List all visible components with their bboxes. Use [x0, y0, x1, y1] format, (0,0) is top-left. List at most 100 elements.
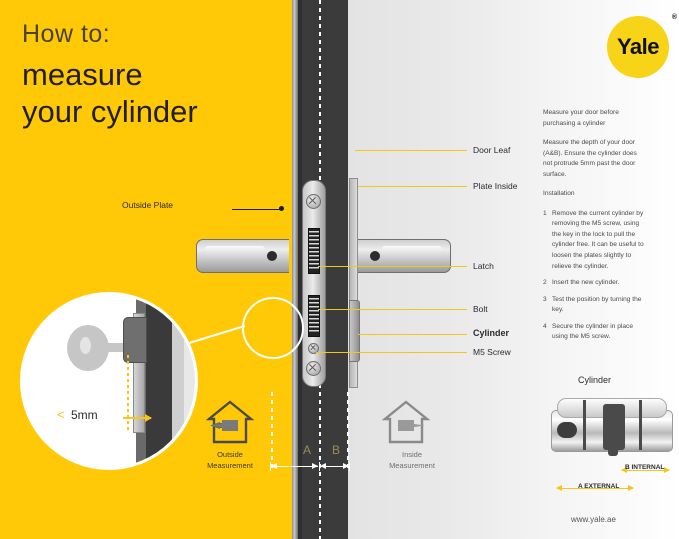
cylinder-dim-line-a [557, 488, 633, 489]
title-line-your-cylinder: your cylinder [22, 93, 198, 129]
dim-line-b [321, 466, 349, 467]
bolt-texture [309, 298, 319, 334]
callout-line-bolt [318, 309, 467, 310]
house-inside-icon [382, 398, 430, 446]
callout-line-cylinder [358, 334, 467, 335]
callout-line-door-leaf [355, 150, 467, 151]
dim-arrow-a-left [271, 463, 277, 469]
outside-plate-groove [205, 246, 265, 257]
website-url: www.yale.ae [571, 515, 616, 524]
measurement-guide-left [271, 392, 273, 472]
dimension-arrow-row [270, 462, 350, 472]
callout-door-leaf: Door Leaf [473, 145, 511, 155]
callout-outside-plate-dot [279, 206, 284, 211]
magnifier-source-circle [242, 297, 304, 359]
dimension-label-b: B [332, 443, 341, 457]
latch-texture [309, 231, 319, 271]
cylinder-cam [603, 404, 625, 450]
dim-arrow-a-right [312, 463, 318, 469]
faceplate-screw-top [306, 194, 321, 209]
cylinder-dim-line-b [622, 470, 669, 471]
inside-plate-groove [382, 246, 442, 257]
page-title: How to: measure your cylinder [22, 22, 272, 130]
inside-plate [358, 239, 451, 273]
depth-note-text: Measure the depth of your door (A&B). En… [543, 139, 637, 178]
plate-inside [349, 178, 358, 388]
protrusion-arrow-icon [123, 414, 152, 422]
installation-heading: Installation [543, 190, 575, 198]
step-number: 3 [543, 295, 547, 303]
inside-measurement-line2: Measurement [389, 460, 435, 470]
callout-plate-inside: Plate Inside [473, 181, 518, 191]
dim-tick-right [349, 462, 350, 471]
instructions-column: Measure your door before purchasing a cy… [543, 108, 647, 349]
title-line-measure: measure [22, 57, 143, 92]
protrusion-distance-label: 5mm [71, 408, 98, 422]
bolt-tongue [349, 300, 360, 362]
cylinder-dim-arrow-b-right [664, 467, 670, 473]
inside-plate-knob [370, 251, 380, 261]
outside-plate-knob [267, 251, 277, 261]
magnifier-dotted-guide [127, 355, 129, 433]
cylinder-label-a-external: A EXTERNAL [578, 483, 620, 490]
step-number: 2 [543, 279, 547, 287]
callout-m5-screw: M5 Screw [473, 347, 511, 357]
install-step: 3 Test the position by turning the key. [543, 295, 647, 316]
magnifier-detail-view: < 5mm [20, 292, 198, 470]
cylinder-keyway [557, 422, 577, 438]
title-howto: How to: [22, 20, 111, 48]
callout-cylinder: Cylinder [473, 328, 510, 338]
intro-text: Measure your door before purchasing a cy… [543, 109, 619, 127]
install-step: 4 Secure the cylinder in place using the… [543, 322, 647, 343]
lock-faceplate [302, 180, 326, 387]
key-hole [80, 337, 91, 354]
cylinder-cam-tab [608, 442, 618, 456]
callout-latch: Latch [473, 261, 494, 271]
yale-logo-text: Yale [616, 34, 660, 59]
callout-line-latch [318, 266, 467, 267]
bolt-mechanism [308, 295, 320, 337]
key-shank [103, 343, 137, 352]
callout-outside-plate-line [232, 209, 283, 210]
door-leaf-shadow [298, 0, 302, 539]
cylinder-dim-arrow-b-left [621, 467, 627, 473]
dim-line-a [272, 466, 318, 467]
step-number: 4 [543, 322, 547, 330]
latch-mechanism [308, 228, 320, 274]
key-icon [67, 325, 137, 371]
outside-measurement-line1: Outside [217, 450, 243, 459]
callout-line-plate-inside [358, 186, 467, 187]
house-outside-icon [206, 398, 254, 446]
step-text: Secure the cylinder in place using the M… [552, 322, 634, 341]
dim-arrow-b-right [343, 463, 349, 469]
m5-screw [308, 343, 319, 354]
install-step: 2 Insert the new cylinder. [543, 278, 647, 289]
registered-trademark-icon: ® [671, 14, 677, 21]
dim-arrow-b-left [320, 463, 326, 469]
outside-measurement-line2: Measurement [207, 460, 253, 470]
faceplate-screw-bottom [306, 361, 321, 376]
inside-measurement-line1: Inside [401, 450, 422, 459]
callout-bolt: Bolt [473, 304, 488, 314]
outside-measurement-label: Outside Measurement [188, 450, 272, 471]
cylinder-label-b-internal: B INTERNAL [625, 464, 665, 471]
cylinder-dim-arrow-a-left [556, 485, 562, 491]
install-step: 1 Remove the current cylinder by removin… [543, 209, 647, 272]
yale-logo: Yale ® [607, 14, 677, 78]
dim-tick-left [270, 462, 271, 471]
cylinder-dim-arrow-a-right [628, 485, 634, 491]
door-outside-edge-strip [292, 0, 298, 539]
callout-outside-plate: Outside Plate [122, 200, 174, 210]
dimension-label-a: A [303, 443, 312, 457]
cylinder-ring-right [639, 400, 642, 450]
less-than-icon: < [57, 407, 65, 422]
step-text: Remove the current cylinder by removing … [552, 209, 644, 270]
step-number: 1 [543, 209, 547, 217]
cylinder-product-photo [551, 392, 673, 464]
measurement-guide-right [347, 392, 349, 472]
cylinder-photo-title: Cylinder [578, 375, 612, 385]
callout-line-m5-screw [316, 352, 467, 353]
step-text: Insert the new cylinder. [552, 279, 620, 287]
cylinder-ring-left [583, 400, 586, 450]
